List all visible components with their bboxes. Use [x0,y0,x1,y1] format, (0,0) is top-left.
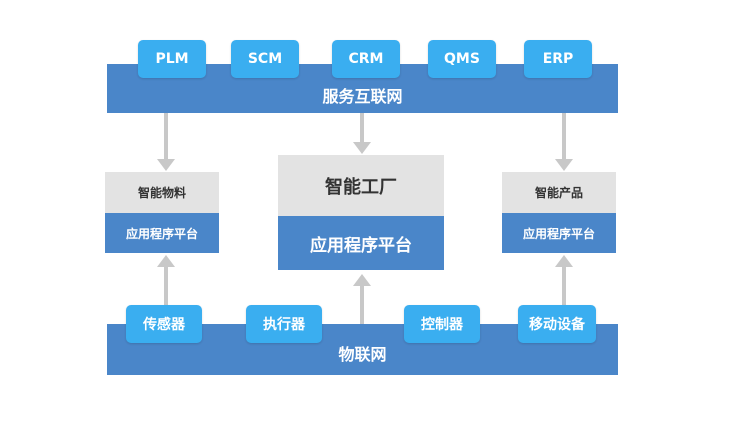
smart-factory-block: 智能工厂 应用程序平台 [278,155,444,270]
smart-product-title: 智能产品 [502,172,616,213]
smart-factory-title-text: 智能工厂 [325,176,397,198]
arrow-shaft-right-down [562,113,566,160]
smart-product-block: 智能产品 应用程序平台 [502,172,616,253]
smart-material-title: 智能物料 [105,172,219,213]
iot-label: 物联网 [338,345,387,364]
smart-product-title-text: 智能产品 [534,186,583,200]
smart-material-title-text: 智能物料 [137,186,186,200]
smart-material-platform: 应用程序平台 [105,213,219,253]
smart-factory-title: 智能工厂 [278,155,444,216]
arrow-down-icon [157,159,175,171]
system-pill-label: SCM [247,51,283,67]
device-pill-label: 传感器 [143,317,185,333]
system-pill-label: ERP [542,51,574,67]
arrow-down-icon [555,159,573,171]
arrow-up-icon [555,255,573,267]
arrow-shaft-right-up [562,266,566,306]
system-pill-crm[interactable]: CRM [332,40,400,78]
arrow-shaft-center-up [360,285,364,325]
arrow-up-icon [353,274,371,286]
smart-factory-platform-text: 应用程序平台 [310,235,412,256]
device-pill-sensor[interactable]: 传感器 [126,305,202,343]
system-pill-label: CRM [348,51,384,67]
system-pill-plm[interactable]: PLM [138,40,206,78]
system-pill-label: PLM [155,51,189,67]
device-pill-actuator[interactable]: 执行器 [246,305,322,343]
service-internet-label: 服务互联网 [322,87,403,106]
smart-product-platform-text: 应用程序平台 [522,226,595,241]
arrow-shaft-left-up [164,266,168,306]
arrow-down-icon [353,142,371,154]
device-pill-label: 控制器 [421,317,463,333]
arrow-shaft-center-down [360,113,364,143]
smart-material-platform-text: 应用程序平台 [125,226,198,241]
arrow-up-icon [157,255,175,267]
arrow-shaft-left-down [164,113,168,160]
system-pill-qms[interactable]: QMS [428,40,496,78]
smart-factory-platform: 应用程序平台 [278,216,444,270]
system-pill-erp[interactable]: ERP [524,40,592,78]
system-pill-scm[interactable]: SCM [231,40,299,78]
device-pill-controller[interactable]: 控制器 [404,305,480,343]
device-pill-mobile-device[interactable]: 移动设备 [518,305,596,343]
system-pill-label: QMS [444,51,480,67]
smart-material-block: 智能物料 应用程序平台 [105,172,219,253]
device-pill-label: 移动设备 [529,317,585,333]
smart-product-platform: 应用程序平台 [502,213,616,253]
device-pill-label: 执行器 [263,317,305,333]
